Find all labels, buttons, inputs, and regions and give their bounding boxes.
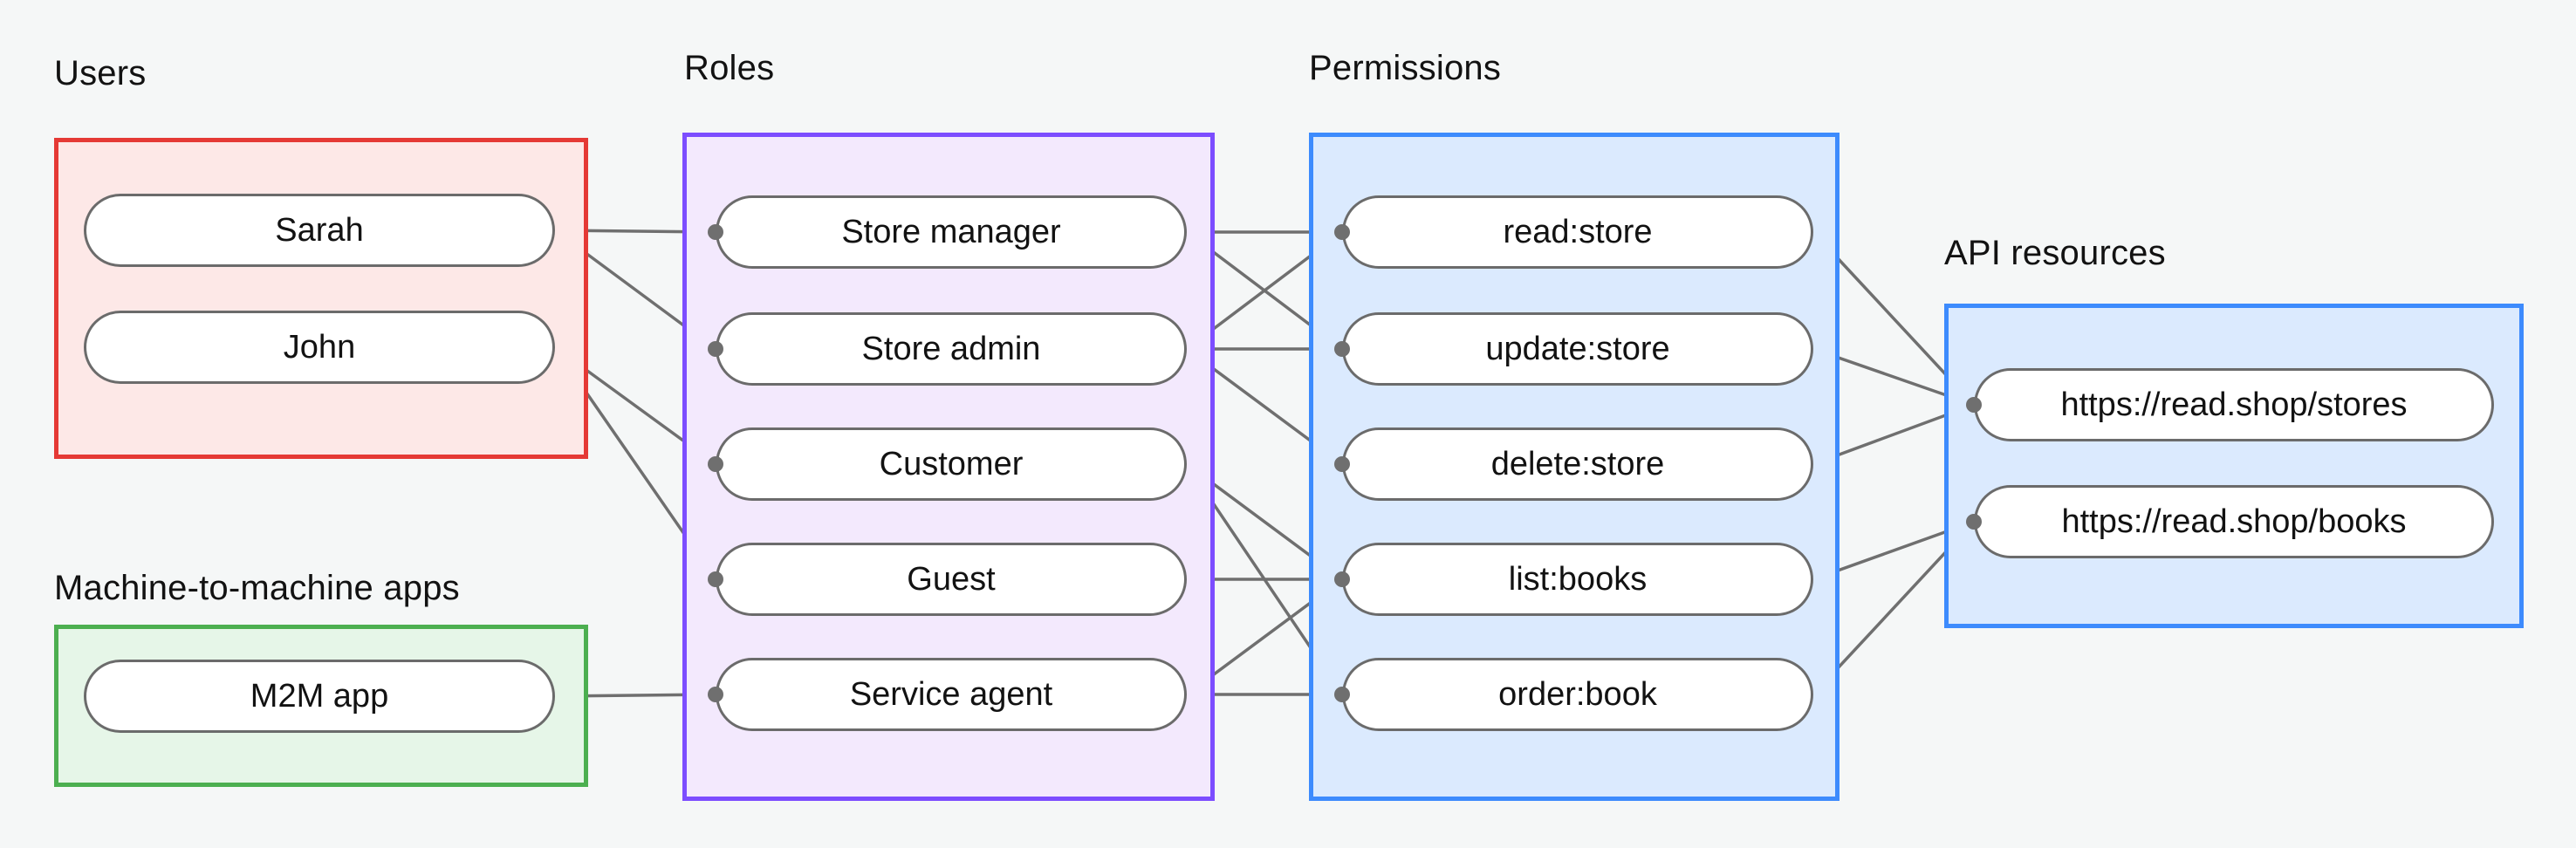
node-order_book[interactable]: order:book — [1342, 658, 1813, 731]
node-sarah[interactable]: Sarah — [84, 194, 555, 267]
node-m2mapp[interactable]: M2M app — [84, 660, 555, 733]
node-john[interactable]: John — [84, 311, 555, 384]
port-dot-res_books — [1966, 514, 1982, 530]
port-dot-delete_store — [1334, 456, 1350, 472]
port-dot-guest — [708, 571, 723, 587]
group-title-permissions: Permissions — [1309, 49, 1502, 87]
node-res_stores[interactable]: https://read.shop/stores — [1974, 368, 2494, 441]
group-title-m2m: Machine-to-machine apps — [54, 569, 460, 607]
node-update_store[interactable]: update:store — [1342, 312, 1813, 386]
node-store_admin[interactable]: Store admin — [716, 312, 1187, 386]
port-dot-store_admin — [708, 341, 723, 357]
group-title-api: API resources — [1944, 234, 2166, 272]
node-res_books[interactable]: https://read.shop/books — [1974, 485, 2494, 558]
group-title-roles: Roles — [684, 49, 775, 87]
node-delete_store[interactable]: delete:store — [1342, 427, 1813, 501]
node-store_manager[interactable]: Store manager — [716, 195, 1187, 269]
port-dot-customer — [708, 456, 723, 472]
group-title-users: Users — [54, 54, 147, 92]
group-box-users — [54, 138, 588, 459]
port-dot-list_books — [1334, 571, 1350, 587]
node-read_store[interactable]: read:store — [1342, 195, 1813, 269]
group-box-api — [1944, 304, 2524, 628]
port-dot-service_agent — [708, 687, 723, 702]
node-guest[interactable]: Guest — [716, 543, 1187, 616]
port-dot-store_manager — [708, 224, 723, 240]
port-dot-read_store — [1334, 224, 1350, 240]
node-customer[interactable]: Customer — [716, 427, 1187, 501]
port-dot-order_book — [1334, 687, 1350, 702]
node-service_agent[interactable]: Service agent — [716, 658, 1187, 731]
port-dot-update_store — [1334, 341, 1350, 357]
port-dot-res_stores — [1966, 397, 1982, 413]
node-list_books[interactable]: list:books — [1342, 543, 1813, 616]
